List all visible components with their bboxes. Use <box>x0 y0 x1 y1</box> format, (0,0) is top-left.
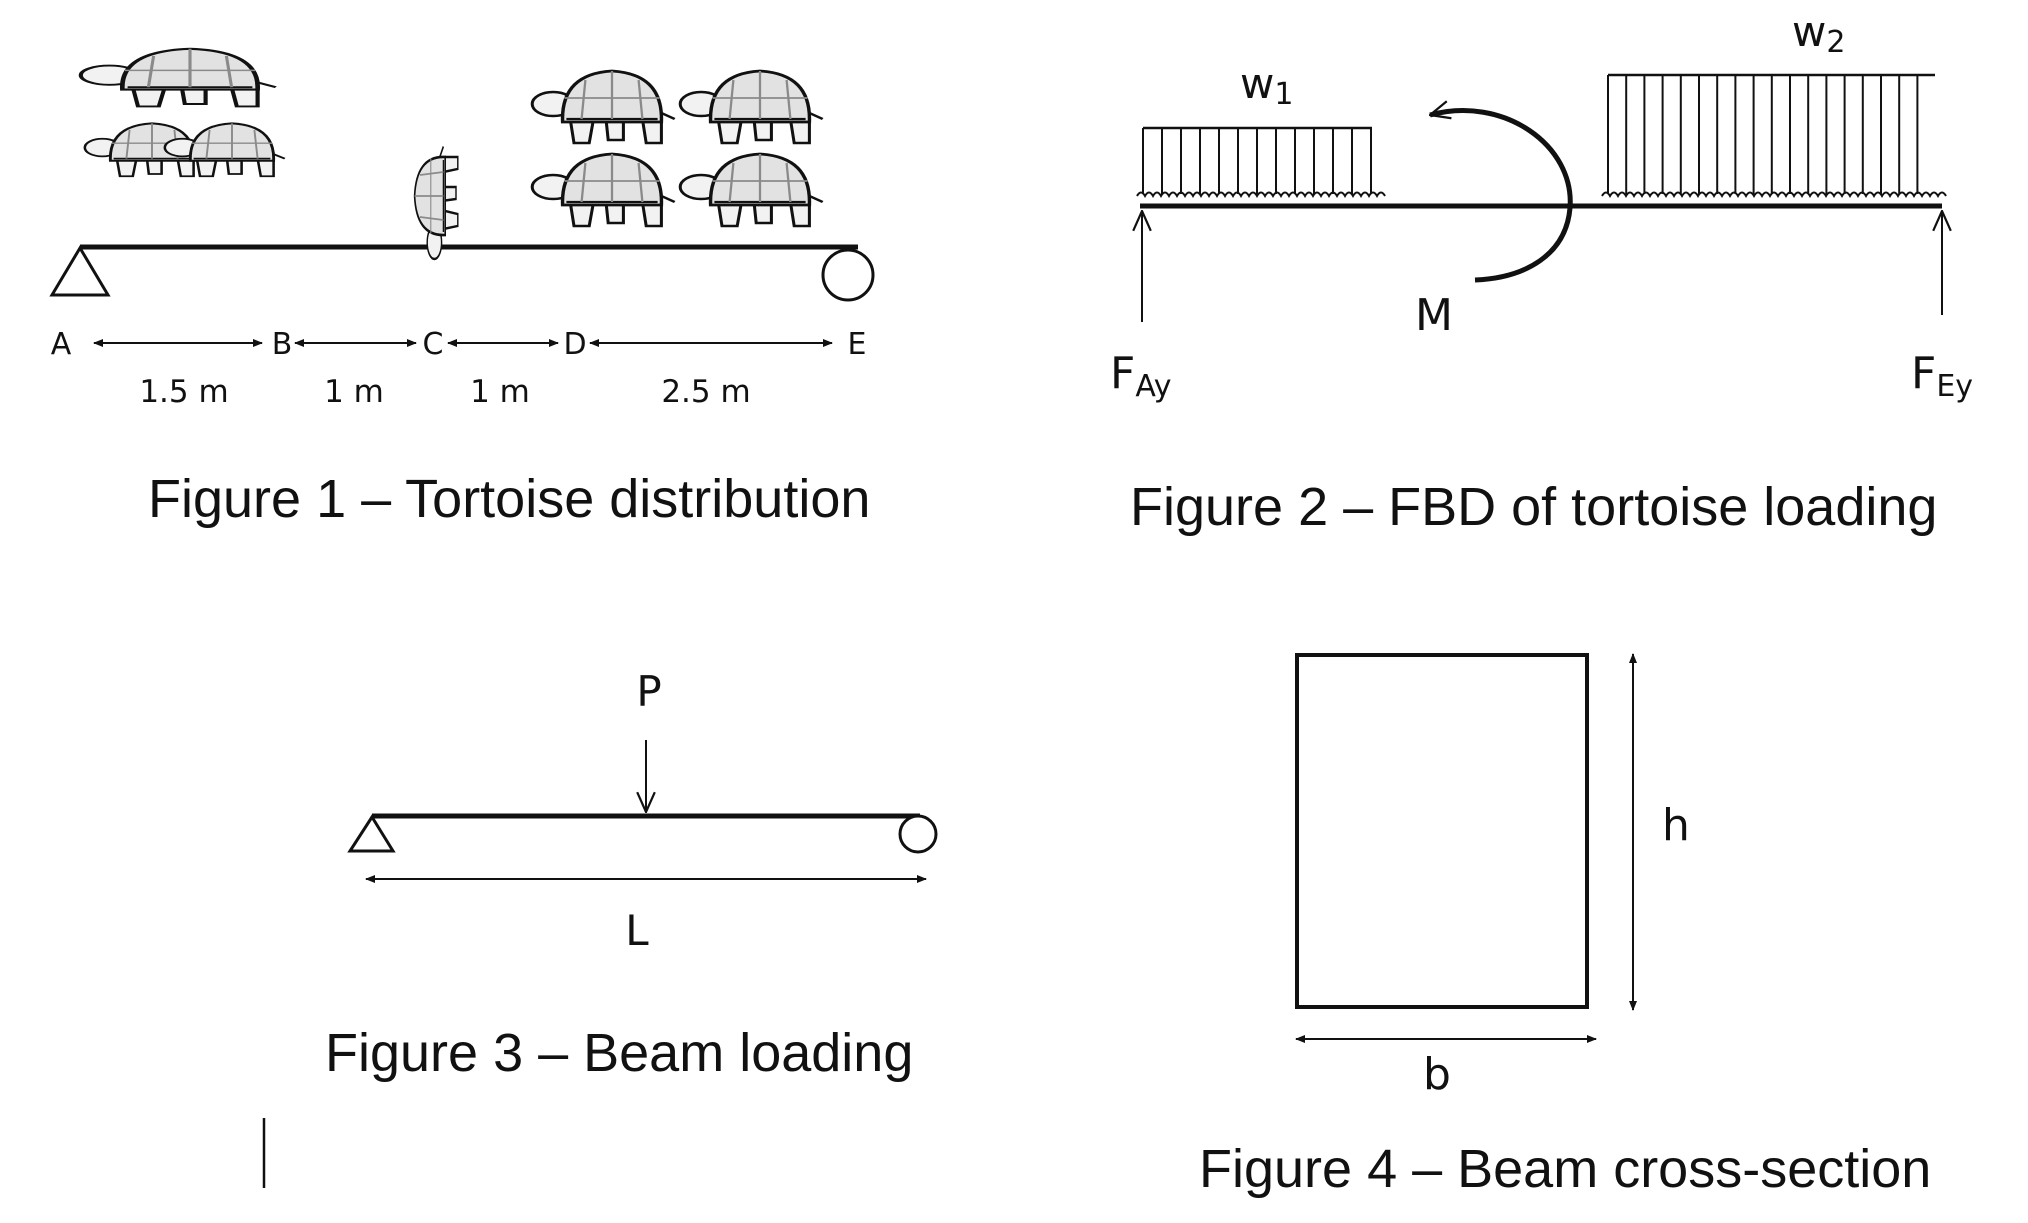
span-label-bc: 1 m <box>324 374 384 410</box>
point-label-b: B <box>272 327 293 362</box>
triangle-pin-support-icon <box>49 245 111 297</box>
tortoise-icon <box>81 49 276 107</box>
tortoise-icon <box>678 69 825 145</box>
circle-roller-support-icon <box>821 248 875 302</box>
point-label-e: E <box>848 327 867 362</box>
tortoise-icon <box>413 145 460 261</box>
width-label: b <box>1423 1049 1451 1100</box>
height-label: h <box>1662 800 1690 851</box>
tortoise-icon <box>678 152 825 228</box>
reaction-label-e: FEy <box>1911 348 1973 404</box>
tortoise-icon <box>530 69 677 145</box>
triangle-pin-support-icon <box>347 814 396 853</box>
point-load-label: P <box>636 667 661 716</box>
span-label-ab: 1.5 m <box>139 374 228 410</box>
distributed-load-w2 <box>1601 73 1947 199</box>
span-label-de: 2.5 m <box>661 374 750 410</box>
figure4-caption: Figure 4 – Beam cross-section <box>1199 1139 1931 1199</box>
length-label: L <box>625 906 649 955</box>
point-label-a: A <box>51 327 72 362</box>
figure2-caption: Figure 2 – FBD of tortoise loading <box>1130 477 1937 537</box>
tortoise-icon <box>530 152 677 228</box>
circle-roller-support-icon <box>898 814 938 854</box>
moment-arrow <box>1430 111 1573 283</box>
load-label-w2: w2 <box>1792 7 1845 60</box>
point-label-c: C <box>423 327 444 362</box>
span-label-cd: 1 m <box>470 374 530 410</box>
load-label-w1: w1 <box>1240 59 1293 112</box>
figure1-caption: Figure 1 – Tortoise distribution <box>148 469 870 529</box>
moment-label: M <box>1415 290 1453 341</box>
figure3-caption: Figure 3 – Beam loading <box>325 1023 913 1083</box>
point-label-d: D <box>563 327 586 362</box>
reaction-label-a: FAy <box>1110 348 1172 404</box>
distributed-load-w1 <box>1136 126 1386 199</box>
cross-section-rectangle <box>1295 653 1589 1009</box>
